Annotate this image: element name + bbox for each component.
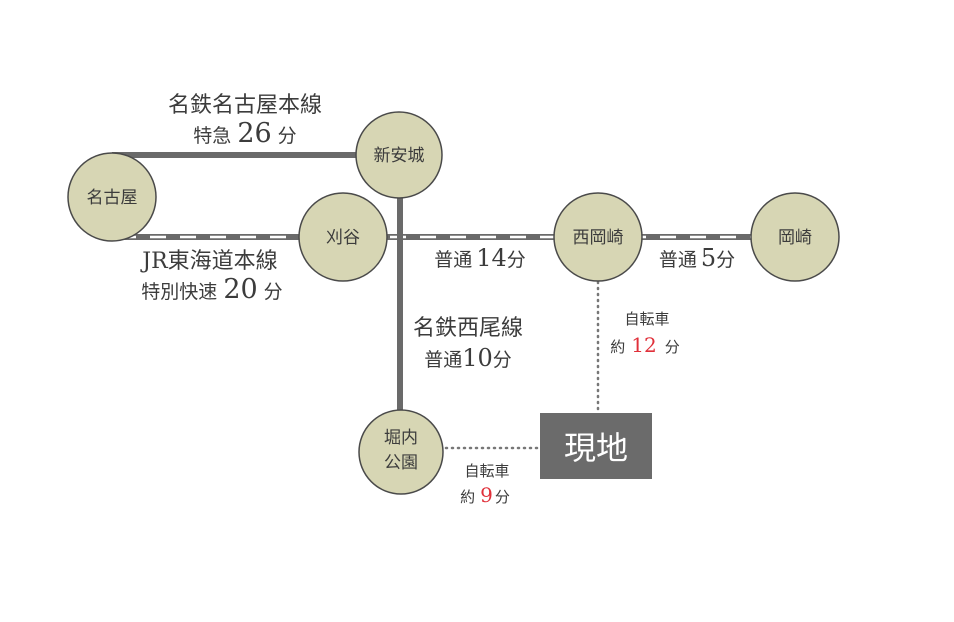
station-okazaki: 岡崎 [750,192,840,282]
station-label: 新安城 [374,146,425,166]
meitetsu-main-name: 名鉄名古屋本線 [168,93,322,118]
station-label-line2: 公園 [384,453,418,473]
station-label-line1: 堀内 [384,428,418,448]
station-nagoya: 名古屋 [67,152,157,242]
station-label: 西岡崎 [573,228,624,248]
station-nishi-okazaki: 西岡崎 [553,192,643,282]
meitetsu-nishio-time: 普通10分 [424,344,512,372]
bike-nishiokazaki-mode: 自転車 [624,310,669,328]
station-shin-anjo: 新安城 [355,111,443,199]
station-label: 刈谷 [326,228,360,248]
station-label: 名古屋 [87,188,138,208]
station-kariya: 刈谷 [298,192,388,282]
station-horiuchi-koen: 堀内 公園 [358,409,444,495]
meitetsu-nishio-name: 名鉄西尾線 [413,316,523,341]
site-label: 現地 [564,429,628,467]
bike-horiuchi-mode: 自転車 [464,462,509,480]
site-marker: 現地 [540,413,652,479]
station-label: 岡崎 [778,228,812,248]
jr-tokaido-name: JR東海道本線 [140,249,277,274]
